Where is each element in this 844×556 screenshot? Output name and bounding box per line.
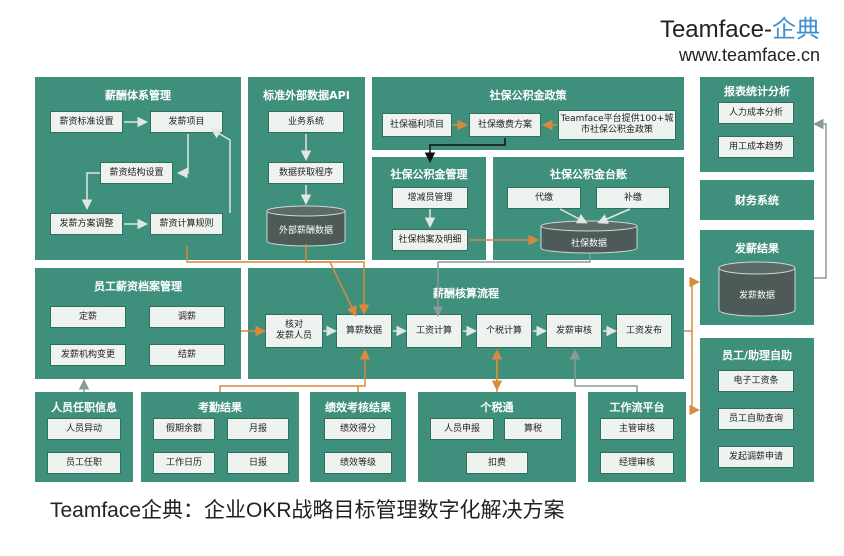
panel-title: 员工/助理自助 bbox=[721, 349, 793, 362]
brand-name-cn: 企典 bbox=[772, 16, 820, 43]
panel-social-ledger: 社保公积金台账 代缴 补缴 社保数据 bbox=[493, 157, 684, 260]
box-staff-position[interactable]: 员工任职 bbox=[47, 452, 121, 474]
box-pay-items[interactable]: 发薪项目 bbox=[150, 111, 223, 133]
box-staff-declare[interactable]: 人员申报 bbox=[430, 418, 494, 440]
box-pay-plan-adjust[interactable]: 发薪方案调整 bbox=[50, 213, 123, 235]
arrow-publish-to-self bbox=[689, 331, 700, 416]
box-work-calendar[interactable]: 工作日历 bbox=[153, 452, 215, 474]
panel-attendance: 考勤结果 假期余额 月报 工作日历 日报 bbox=[141, 392, 299, 482]
brand-url: www.teamface.cn bbox=[678, 45, 820, 65]
panel-title: 社保公积金台账 bbox=[550, 168, 627, 181]
db-pay-data-label: 发薪数据 bbox=[738, 291, 775, 301]
panel-title: 个税通 bbox=[480, 401, 514, 414]
panel-title: 社保公积金管理 bbox=[390, 168, 468, 181]
box-staff-change[interactable]: 人员异动 bbox=[47, 418, 121, 440]
panel-performance: 绩效考核结果 绩效得分 绩效等级 bbox=[310, 392, 406, 482]
panel-archive: 员工薪资档案管理 定薪 调薪 发薪机构变更 结薪 bbox=[35, 268, 241, 379]
panel-title: 人员任职信息 bbox=[51, 401, 117, 414]
box-hr-cost-analysis[interactable]: 人力成本分析 bbox=[718, 102, 794, 124]
panel-workflow: 工作流平台 主管审核 经理审核 bbox=[588, 392, 686, 482]
box-supervisor-review[interactable]: 主管审核 bbox=[600, 418, 674, 440]
panel-finance: 财务系统 bbox=[700, 180, 814, 220]
box-payer-change[interactable]: 发薪机构变更 bbox=[50, 344, 126, 366]
box-salary-calc-rule[interactable]: 薪资计算规则 bbox=[150, 213, 223, 235]
box-raise-request[interactable]: 发起调薪申请 bbox=[718, 446, 794, 468]
panel-title: 绩效考核结果 bbox=[325, 401, 391, 414]
box-business-system[interactable]: 业务系统 bbox=[268, 111, 344, 133]
panel-title: 员工薪资档案管理 bbox=[94, 280, 182, 293]
panel-salary-system: 薪酬体系管理 薪资标准设置 发薪项目 薪资结构设置 发薪方案调整 薪资计算规则 bbox=[35, 77, 241, 260]
panel-self-service: 员工/助理自助 电子工资条 员工自助查询 发起调薪申请 bbox=[700, 338, 814, 482]
panel-external-api: 标准外部数据API 业务系统 数据获取程序 外部薪酬数据 bbox=[248, 77, 365, 260]
panel-title: 薪酬体系管理 bbox=[105, 89, 171, 102]
db-pay-data bbox=[718, 261, 796, 317]
panel-personnel: 人员任职信息 人员异动 员工任职 bbox=[35, 392, 133, 482]
box-leave-balance[interactable]: 假期余额 bbox=[153, 418, 215, 440]
box-daily-report[interactable]: 日报 bbox=[227, 452, 289, 474]
box-verify-payees[interactable]: 核对 发薪人员 bbox=[265, 314, 323, 348]
arrow-publish-to-right bbox=[684, 276, 700, 332]
arrow-result-to-report bbox=[813, 118, 827, 279]
db-external-salary-label: 外部薪酬数据 bbox=[278, 226, 333, 236]
box-e-payslip[interactable]: 电子工资条 bbox=[718, 370, 794, 392]
panel-tax: 个税通 人员申报 算税 扣费 bbox=[418, 392, 576, 482]
panel-title: 薪酬核算流程 bbox=[433, 287, 499, 300]
panel-process: 薪酬核算流程 核对 发薪人员 算薪数据 工资计算 个税计算 发薪审核 工资发布 bbox=[248, 268, 684, 379]
box-monthly-report[interactable]: 月报 bbox=[227, 418, 289, 440]
db-social-data bbox=[540, 220, 638, 254]
box-self-query[interactable]: 员工自助查询 bbox=[718, 408, 794, 430]
panel-pay-result: 发薪结果 发薪数据 bbox=[700, 230, 814, 325]
box-adjust-salary[interactable]: 调薪 bbox=[149, 306, 225, 328]
panel-title: 报表统计分析 bbox=[724, 85, 790, 98]
brand-name: Teamface-企典 bbox=[659, 16, 820, 43]
panel-social-policy: 社保公积金政策 社保福利项目 社保缴费方案 Teamface平台提供100+城市… bbox=[372, 77, 684, 150]
box-perf-score[interactable]: 绩效得分 bbox=[324, 418, 392, 440]
box-settle-salary[interactable]: 结薪 bbox=[149, 344, 225, 366]
box-deduction[interactable]: 扣费 bbox=[466, 452, 528, 474]
brand-block: Teamface-企典 www.teamface.cn bbox=[660, 16, 820, 66]
panel-title: 财务系统 bbox=[735, 194, 779, 207]
box-salary-structure[interactable]: 薪资结构设置 bbox=[100, 162, 173, 184]
box-social-welfare[interactable]: 社保福利项目 bbox=[382, 113, 452, 137]
box-salary-standard[interactable]: 薪资标准设置 bbox=[50, 111, 123, 133]
footer-caption: Teamface企典：企业OKR战略目标管理数字化解决方案 bbox=[50, 499, 565, 522]
box-manager-review[interactable]: 经理审核 bbox=[600, 452, 674, 474]
panel-social-mgmt: 社保公积金管理 增减员管理 社保档案及明细 bbox=[372, 157, 486, 260]
box-calc-data[interactable]: 算薪数据 bbox=[336, 314, 392, 348]
box-platform-policy[interactable]: Teamface平台提供100+城市社保公积金政策 bbox=[558, 110, 676, 140]
panel-title: 社保公积金政策 bbox=[489, 89, 567, 102]
box-labor-cost-trend[interactable]: 用工成本趋势 bbox=[718, 136, 794, 158]
box-tax-calc[interactable]: 个税计算 bbox=[476, 314, 532, 348]
box-back-payment[interactable]: 补缴 bbox=[596, 187, 670, 209]
box-social-archive[interactable]: 社保档案及明细 bbox=[392, 229, 468, 251]
panel-title: 标准外部数据API bbox=[263, 89, 350, 102]
box-tax-calculate[interactable]: 算税 bbox=[504, 418, 562, 440]
box-wage-publish[interactable]: 工资发布 bbox=[616, 314, 672, 348]
panel-report: 报表统计分析 人力成本分析 用工成本趋势 bbox=[700, 77, 814, 172]
box-data-fetch[interactable]: 数据获取程序 bbox=[268, 162, 344, 184]
box-pay-on-behalf[interactable]: 代缴 bbox=[507, 187, 581, 209]
panel-title: 工作流平台 bbox=[609, 401, 665, 414]
box-add-remove-staff[interactable]: 增减员管理 bbox=[392, 187, 468, 209]
box-perf-grade[interactable]: 绩效等级 bbox=[324, 452, 392, 474]
panel-title: 考勤结果 bbox=[198, 401, 242, 414]
box-pay-review[interactable]: 发薪审核 bbox=[546, 314, 602, 348]
box-wage-calc[interactable]: 工资计算 bbox=[406, 314, 462, 348]
db-social-data-label: 社保数据 bbox=[570, 239, 607, 249]
db-external-salary bbox=[266, 205, 346, 247]
panel-title: 发薪结果 bbox=[735, 242, 779, 255]
box-fix-salary[interactable]: 定薪 bbox=[50, 306, 126, 328]
box-social-payment-plan[interactable]: 社保缴费方案 bbox=[469, 113, 541, 137]
